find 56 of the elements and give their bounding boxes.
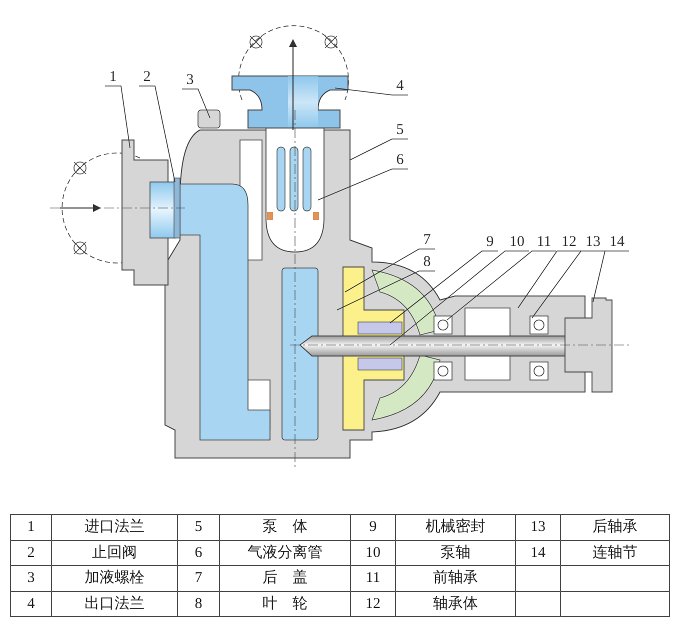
part-name: 连轴节	[592, 544, 638, 561]
leader-line	[334, 88, 408, 96]
callout-number: 6	[394, 151, 406, 169]
leader-line	[446, 250, 556, 320]
leader-line	[390, 250, 498, 324]
callout-number: 14	[607, 233, 627, 251]
callout-number: 8	[421, 253, 433, 271]
callout-number: 12	[559, 233, 579, 251]
leader-line	[138, 86, 176, 182]
part-name: 出口法兰	[84, 596, 144, 612]
callout-number: 4	[394, 77, 406, 95]
leader-line	[318, 168, 408, 200]
part-name: 气液分离管	[248, 544, 322, 561]
part-number: 6	[194, 544, 202, 561]
part-number: 5	[194, 519, 202, 536]
callout-number: 7	[421, 231, 433, 249]
part-number: 11	[366, 570, 380, 586]
callout-number: 2	[141, 68, 153, 86]
part-name: 轴承体	[433, 596, 478, 612]
leader-line	[518, 250, 582, 308]
leader-line	[390, 250, 530, 346]
leader-line	[350, 138, 408, 160]
leader-line	[532, 250, 606, 318]
callout-number: 11	[534, 233, 554, 251]
part-number: 3	[27, 570, 35, 586]
part-number: 12	[366, 596, 380, 612]
callout-number: 9	[484, 233, 496, 251]
part-name: 机械密封	[426, 519, 486, 536]
part-name: 叶 轮	[262, 596, 308, 612]
part-name: 止回阀	[92, 544, 137, 561]
leader-line	[104, 86, 130, 148]
part-name: 加液螺栓	[84, 570, 144, 586]
part-name: 后轴承	[592, 519, 638, 536]
part-name: 前轴承	[433, 570, 478, 586]
leader-line	[336, 270, 436, 310]
part-name: 进口法兰	[84, 519, 144, 536]
leader-line	[592, 250, 630, 302]
leader-line	[344, 248, 436, 292]
callout-number: 3	[184, 71, 196, 89]
part-number: 4	[27, 596, 35, 612]
callout-number: 13	[583, 233, 603, 251]
part-number: 1	[27, 519, 35, 536]
part-number: 13	[530, 519, 546, 536]
callout-number: 10	[507, 233, 527, 251]
part-name: 泵 体	[262, 519, 308, 536]
part-number: 10	[366, 544, 380, 561]
part-name: 泵轴	[440, 544, 470, 561]
part-number: 9	[369, 519, 377, 536]
callout-number: 1	[107, 68, 119, 86]
leader-line	[182, 88, 210, 118]
part-number: 7	[194, 570, 202, 586]
part-number: 14	[530, 544, 546, 561]
part-number: 2	[27, 544, 35, 561]
part-name: 后 盖	[262, 570, 308, 586]
part-number: 8	[194, 596, 202, 612]
callout-number: 5	[394, 121, 406, 139]
